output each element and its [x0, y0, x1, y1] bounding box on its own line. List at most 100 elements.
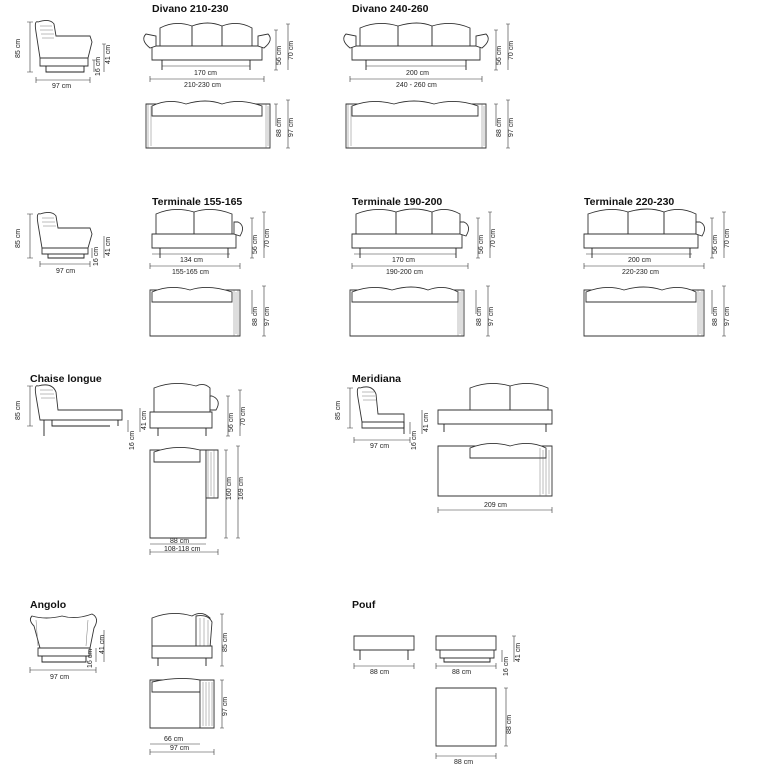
dim-16-angolo: 16 cm — [87, 649, 94, 668]
dim-97: 97 cm — [52, 83, 71, 90]
dim-88: 88 cm — [276, 118, 283, 137]
dim-85-meridiana: 85 cm — [335, 401, 342, 420]
dim-41-chaise: 41 cm — [141, 411, 148, 430]
title-chaise-longue: Chaise longue — [30, 373, 102, 385]
dim-56-t1: 56 cm — [252, 235, 259, 254]
top-view-divano-240-260: 88 cm 97 cm — [345, 99, 515, 149]
dim-70-t2: 70 cm — [490, 229, 497, 248]
front-view-divano-210-230: 56 cm 70 cm 170 cm 210-230 cm — [143, 22, 295, 89]
front-view-terminale-190-200: 56 cm 70 cm 170 cm 190-200 cm — [351, 208, 497, 276]
dim-209: 209 cm — [484, 502, 507, 509]
top-view-terminale-155-165: 88 cm 97 cm — [149, 285, 271, 337]
dim-56b: 56 cm — [496, 46, 503, 65]
dim-41-meridiana: 41 cm — [423, 413, 430, 432]
dim-97-row2: 97 cm — [56, 268, 75, 275]
dim-88-t1: 88 cm — [252, 307, 259, 326]
dim-200-t3: 200 cm — [628, 257, 651, 264]
dim-108-118: 108-118 cm — [164, 546, 201, 553]
dim-16-meridiana: 16 cm — [411, 431, 418, 450]
top-view-terminale-220-230: 88 cm 97 cm — [583, 285, 731, 337]
side-view-chaise-longue: 85 cm 16 cm 41 cm — [15, 384, 148, 450]
dim-85-row2: 85 cm — [15, 229, 22, 248]
dim-160: 160 cm — [226, 477, 233, 500]
dim-88b: 88 cm — [496, 118, 503, 137]
dim-97-t1: 97 cm — [264, 307, 271, 326]
title-terminale-190-200: Terminale 190-200 — [352, 196, 442, 208]
dim-41: 41 cm — [105, 45, 112, 64]
dim-41-row2: 41 cm — [105, 237, 112, 256]
dim-88-t2: 88 cm — [476, 307, 483, 326]
title-divano-240-260: Divano 240-260 — [352, 3, 429, 15]
dim-97-t2: 97 cm — [488, 307, 495, 326]
front-view-terminale-220-230: 56 cm 70 cm 200 cm 220-230 cm — [583, 208, 731, 276]
title-terminale-155-165: Terminale 155-165 — [152, 196, 242, 208]
dim-134: 134 cm — [180, 257, 203, 264]
dim-88-t3: 88 cm — [712, 307, 719, 326]
side-view-pouf: 16 cm 41 cm 88 cm — [435, 635, 522, 676]
title-divano-210-230: Divano 210-230 — [152, 3, 229, 15]
dim-56: 56 cm — [276, 46, 283, 65]
front-view-divano-240-260: 56 cm 70 cm 200 cm 240 - 260 cm — [343, 22, 515, 89]
dim-16-pouf: 16 cm — [503, 657, 510, 676]
title-terminale-220-230: Terminale 220-230 — [584, 196, 674, 208]
dim-70-chaise: 70 cm — [240, 407, 247, 426]
dim-220-230: 220-230 cm — [622, 269, 659, 276]
dim-97-angolo-width: 97 cm — [170, 745, 189, 752]
dim-88-pouf-width: 88 cm — [454, 759, 473, 766]
title-meridiana: Meridiana — [352, 373, 401, 385]
dim-16-row2: 16 cm — [93, 247, 100, 266]
dim-70-t3: 70 cm — [724, 229, 731, 248]
dim-70: 70 cm — [288, 41, 295, 60]
top-view-divano-210-230: 88 cm 97 cm — [145, 99, 295, 149]
dim-200: 200 cm — [406, 70, 429, 77]
dim-97c: 97 cm — [508, 118, 515, 137]
top-view-chaise-longue: 160 cm 169 cm 88 cm 108-118 cm — [149, 445, 245, 555]
top-view-angolo: 97 cm 66 cm 97 cm — [149, 677, 229, 755]
top-view-pouf: 88 cm 88 cm — [435, 687, 513, 766]
side-view-meridiana: 85 cm 16 cm 41 cm 97 cm — [335, 386, 430, 450]
dim-210-230: 210-230 cm — [184, 82, 221, 89]
dim-85-angolo: 85 cm — [222, 633, 229, 652]
front-view-pouf: 88 cm — [353, 635, 415, 676]
title-pouf: Pouf — [352, 599, 376, 611]
dim-88-pouf-side: 88 cm — [452, 669, 471, 676]
dim-190-200: 190-200 cm — [386, 269, 423, 276]
dim-155-165: 155-165 cm — [172, 269, 209, 276]
title-angolo: Angolo — [30, 599, 66, 611]
dim-169: 169 cm — [238, 477, 245, 500]
dim-97b: 97 cm — [288, 118, 295, 137]
side-view-angolo: 85 cm — [151, 613, 229, 667]
dim-70b: 70 cm — [508, 41, 515, 60]
front-view-terminale-155-165: 56 cm 70 cm 134 cm 155-165 cm — [149, 209, 271, 276]
dim-56-t3: 56 cm — [712, 235, 719, 254]
dim-85-chaise: 85 cm — [15, 401, 22, 420]
front-view-meridiana — [437, 383, 553, 432]
dim-170: 170 cm — [194, 70, 217, 77]
dim-97-angolo-depth: 97 cm — [222, 697, 229, 716]
dim-16-chaise: 16 cm — [129, 431, 136, 450]
dim-16: 16 cm — [95, 57, 102, 76]
dim-88-pouf-depth: 88 cm — [506, 715, 513, 734]
top-view-terminale-190-200: 88 cm 97 cm — [349, 285, 495, 337]
dim-height-85: 85 cm — [15, 39, 22, 58]
dim-56-chaise: 56 cm — [228, 413, 235, 432]
front-view-angolo: 16 cm 41 cm 97 cm — [29, 613, 106, 681]
dim-97-angolo: 97 cm — [50, 674, 69, 681]
dim-70-t1: 70 cm — [264, 229, 271, 248]
side-profile-terminale: 85 cm 16 cm 41 cm 97 cm — [15, 211, 112, 275]
dim-88-chaise: 88 cm — [170, 538, 189, 545]
dim-56-t2: 56 cm — [478, 235, 485, 254]
dim-170-t2: 170 cm — [392, 257, 415, 264]
dim-240-260: 240 - 260 cm — [396, 82, 437, 89]
dim-41-angolo: 41 cm — [99, 635, 106, 654]
side-profile-divano: 85 cm 16 cm 41 cm 97 cm — [15, 19, 112, 90]
dim-88-pouf-front: 88 cm — [370, 669, 389, 676]
top-view-meridiana: 209 cm — [437, 443, 553, 513]
dim-66: 66 cm — [164, 736, 183, 743]
front-view-chaise-longue: 56 cm 70 cm — [149, 383, 247, 437]
dim-97-t3: 97 cm — [724, 307, 731, 326]
dim-97-meridiana: 97 cm — [370, 443, 389, 450]
dim-41-pouf: 41 cm — [515, 643, 522, 662]
